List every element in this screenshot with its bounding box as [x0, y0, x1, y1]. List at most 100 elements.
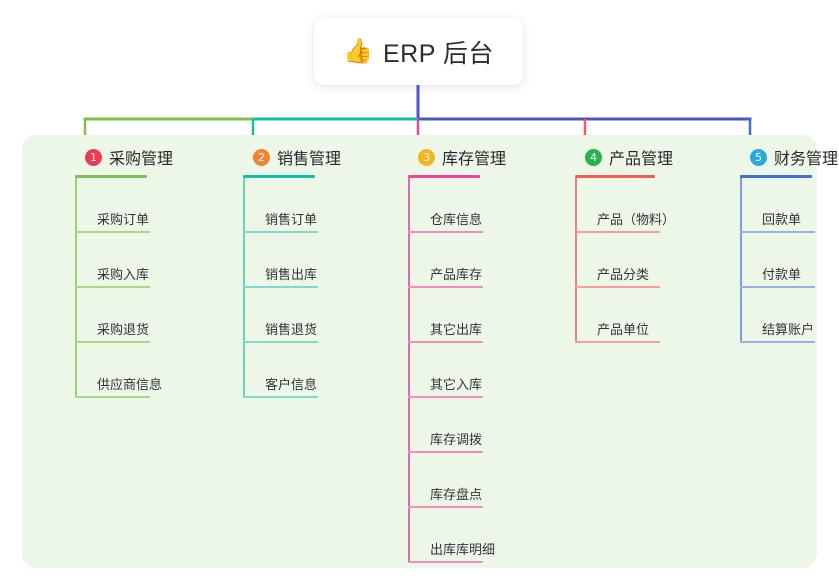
- thumbs-up-icon: 👍: [343, 37, 373, 65]
- leaf-label: 销售出库: [265, 267, 318, 282]
- leaf-list-2: 销售订单销售出库销售退货客户信息: [243, 178, 341, 398]
- leaf-item[interactable]: 仓库信息: [408, 178, 506, 233]
- leaf-item[interactable]: 出库库明细: [408, 508, 506, 563]
- branch-column-3: 3 库存管理仓库信息产品库存其它出库其它入库库存调拨库存盘点出库库明细: [408, 145, 506, 563]
- branch-column-2: 2 销售管理销售订单销售出库销售退货客户信息: [243, 145, 341, 398]
- leaf-underline: [575, 286, 660, 288]
- branch-rule-2: [243, 175, 315, 178]
- leaf-label: 采购退货: [97, 322, 150, 337]
- leaf-spine-5: [740, 178, 742, 343]
- branch-column-4: 4 产品管理产品（物料） 产品分类产品单位: [575, 145, 675, 343]
- branch-column-5: 5 财务管理回款单付款单结算账户: [740, 145, 838, 343]
- leaf-underline: [75, 231, 150, 233]
- leaf-item[interactable]: 采购退货: [75, 288, 173, 343]
- leaf-list-1: 采购订单采购入库采购退货供应商信息: [75, 178, 173, 398]
- leaf-item[interactable]: 库存调拨: [408, 398, 506, 453]
- branch-title-1: 采购管理: [109, 151, 174, 168]
- leaf-underline: [408, 506, 483, 508]
- branch-header-4[interactable]: 4 产品管理: [575, 145, 675, 169]
- leaf-label: 供应商信息: [97, 377, 163, 392]
- branch-badge-3: 3: [418, 148, 435, 166]
- branch-header-2[interactable]: 2 销售管理: [243, 145, 341, 169]
- branch-badge-1: 1: [85, 148, 102, 166]
- leaf-item[interactable]: 采购入库: [75, 233, 173, 288]
- leaf-underline: [740, 231, 815, 233]
- leaf-underline: [408, 396, 483, 398]
- leaf-label: 其它出库: [430, 322, 483, 337]
- leaf-label: 出库库明细: [430, 542, 496, 557]
- branch-badge-2: 2: [253, 148, 270, 166]
- leaf-underline: [408, 286, 483, 288]
- leaf-label: 销售退货: [265, 322, 318, 337]
- branch-title-5: 财务管理: [774, 151, 839, 168]
- root-title: ERP 后台: [382, 39, 494, 68]
- leaf-label: 产品分类: [597, 267, 650, 282]
- leaf-item[interactable]: 销售订单: [243, 178, 341, 233]
- branch-header-3[interactable]: 3 库存管理: [408, 145, 506, 169]
- leaf-underline: [575, 341, 660, 343]
- leaf-label: 结算账户: [762, 322, 815, 337]
- leaf-item[interactable]: 回款单: [740, 178, 838, 233]
- leaf-label: 客户信息: [265, 377, 318, 392]
- leaf-label: 其它入库: [430, 377, 483, 392]
- branch-title-2: 销售管理: [277, 151, 342, 168]
- leaf-underline: [243, 231, 318, 233]
- leaf-underline: [75, 286, 150, 288]
- leaf-item[interactable]: 客户信息: [243, 343, 341, 398]
- leaf-underline: [740, 341, 815, 343]
- leaf-label: 产品（物料）: [597, 212, 676, 227]
- leaf-label: 采购订单: [97, 212, 150, 227]
- leaf-item[interactable]: 销售出库: [243, 233, 341, 288]
- branch-rule-4: [575, 175, 655, 178]
- leaf-list-4: 产品（物料） 产品分类产品单位: [575, 178, 675, 343]
- leaf-label: 产品单位: [597, 322, 650, 337]
- leaf-item[interactable]: 产品（物料）: [575, 178, 675, 233]
- leaf-underline: [408, 561, 483, 563]
- leaf-label: 仓库信息: [430, 212, 483, 227]
- leaf-underline: [408, 231, 483, 233]
- leaf-list-5: 回款单付款单结算账户: [740, 178, 838, 343]
- leaf-spine-4: [575, 178, 577, 343]
- leaf-underline: [575, 231, 660, 233]
- leaf-label: 库存盘点: [430, 487, 483, 502]
- leaf-item[interactable]: 库存盘点: [408, 453, 506, 508]
- leaf-label: 采购入库: [97, 267, 150, 282]
- branch-title-4: 产品管理: [609, 151, 674, 168]
- leaf-underline: [243, 396, 318, 398]
- branch-rule-5: [740, 175, 812, 178]
- leaf-item[interactable]: 产品库存: [408, 233, 506, 288]
- leaf-item[interactable]: 付款单: [740, 233, 838, 288]
- leaf-spine-3: [408, 178, 410, 563]
- leaf-item[interactable]: 其它出库: [408, 288, 506, 343]
- branch-header-5[interactable]: 5 财务管理: [740, 145, 838, 169]
- leaf-underline: [408, 341, 483, 343]
- leaf-label: 库存调拨: [430, 432, 483, 447]
- leaf-item[interactable]: 结算账户: [740, 288, 838, 343]
- branch-title-3: 库存管理: [442, 151, 507, 168]
- leaf-label: 付款单: [762, 267, 802, 282]
- leaf-item[interactable]: 供应商信息: [75, 343, 173, 398]
- root-node[interactable]: 👍 ERP 后台: [314, 18, 523, 85]
- leaf-label: 回款单: [762, 212, 802, 227]
- leaf-item[interactable]: 产品分类: [575, 233, 675, 288]
- leaf-item[interactable]: 其它入库: [408, 343, 506, 398]
- branch-header-1[interactable]: 1 采购管理: [75, 145, 173, 169]
- leaf-item[interactable]: 销售退货: [243, 288, 341, 343]
- leaf-spine-1: [75, 178, 77, 398]
- leaf-underline: [243, 286, 318, 288]
- leaf-item[interactable]: 产品单位: [575, 288, 675, 343]
- leaf-item[interactable]: 采购订单: [75, 178, 173, 233]
- leaf-label: 产品库存: [430, 267, 483, 282]
- leaf-underline: [243, 341, 318, 343]
- leaf-spine-2: [243, 178, 245, 398]
- branch-badge-5: 5: [750, 148, 767, 166]
- leaf-underline: [408, 451, 483, 453]
- leaf-underline: [740, 286, 815, 288]
- branch-rule-1: [75, 175, 147, 178]
- branches-panel: [22, 135, 817, 568]
- branch-rule-3: [408, 175, 480, 178]
- branch-badge-4: 4: [585, 148, 602, 166]
- leaf-list-3: 仓库信息产品库存其它出库其它入库库存调拨库存盘点出库库明细: [408, 178, 506, 563]
- leaf-label: 销售订单: [265, 212, 318, 227]
